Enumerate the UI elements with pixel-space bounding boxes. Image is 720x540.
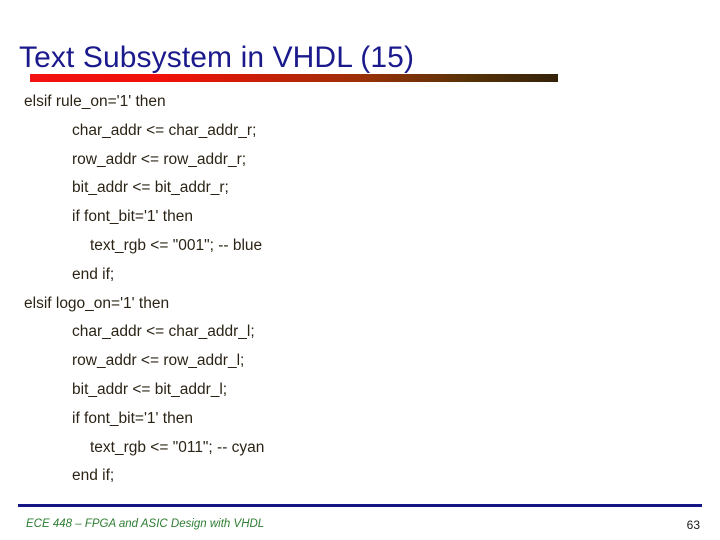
code-line: row_addr <= row_addr_r;	[72, 150, 247, 168]
code-line: text_rgb <= "001"; -- blue	[90, 236, 263, 254]
code-line: row_addr <= row_addr_l;	[72, 352, 245, 370]
code-line: bit_addr <= bit_addr_l;	[72, 380, 228, 398]
page-title: Text Subsystem in VHDL (15)	[19, 41, 415, 75]
code-line: end if;	[72, 265, 115, 283]
vhdl-code-block: elsif rule_on='1' then char_addr <= char_…	[24, 88, 684, 491]
footer-course-label: ECE 448 – FPGA and ASIC Design with VHDL	[26, 518, 265, 530]
code-line: end if;	[72, 467, 115, 485]
footer-divider	[18, 504, 702, 507]
code-line: char_addr <= char_addr_r;	[72, 121, 257, 139]
code-line: elsif logo_on='1' then	[24, 294, 170, 312]
code-line: elsif rule_on='1' then	[24, 93, 166, 110]
code-line: char_addr <= char_addr_l;	[72, 323, 255, 341]
footer-page-number: 63	[686, 518, 700, 532]
code-line: text_rgb <= "011"; -- cyan	[90, 438, 265, 456]
code-line: if font_bit='1' then	[72, 208, 193, 226]
title-accent-rule	[30, 74, 558, 82]
code-line: bit_addr <= bit_addr_r;	[72, 179, 229, 197]
code-line: if font_bit='1' then	[72, 409, 193, 427]
